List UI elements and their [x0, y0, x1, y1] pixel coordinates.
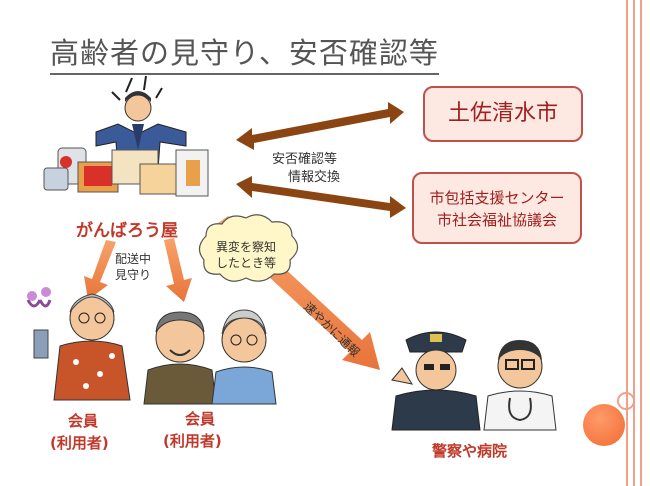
city-office-box: 土佐清水市 [423, 86, 583, 142]
anomaly-label-line2: したとき等 [216, 256, 277, 270]
support-center-box: 市包括支援センター 市社会福祉協議会 [412, 172, 582, 244]
police-hospital-label: 警察や病院 [432, 442, 508, 460]
member-elderly-couple-illustration [143, 309, 277, 405]
border-line [640, 0, 642, 486]
delivery-arrow-right [164, 238, 192, 302]
decorative-dot [583, 404, 625, 446]
police-doctor-illustration [391, 331, 557, 431]
shop-label: がんばろう屋 [76, 221, 178, 241]
alert-cloud [198, 214, 299, 282]
support-center-label: 市包括支援センター [429, 189, 565, 207]
delivery-arrow-left [84, 240, 116, 300]
decorative-ring [617, 392, 635, 410]
member1-label: 会員 [68, 412, 99, 430]
member2-label: 会員 [185, 410, 216, 428]
member1-sublabel: (利用者) [50, 434, 109, 452]
info-exchange-label-line1: 安否確認等 [272, 152, 338, 167]
info-exchange-arrow-top [236, 102, 404, 150]
info-exchange-arrow-bottom [236, 176, 406, 218]
member-elderly-woman-illustration [26, 287, 131, 401]
info-exchange-label-line2: 情報交換 [288, 170, 341, 185]
delivery-watch-label-line2: 見守り [115, 268, 152, 282]
social-welfare-council-label: 市社会福祉協議会 [436, 211, 557, 229]
member2-sublabel: (利用者) [163, 432, 222, 450]
delivery-watch-label-line1: 配送中 [115, 252, 152, 266]
border-line [633, 0, 635, 486]
slide-title: 高齢者の見守り、安否確認等 [50, 30, 439, 75]
anomaly-label-line1: 異変を察知 [216, 240, 277, 254]
shopkeeper-illustration [43, 75, 209, 197]
border-line [626, 0, 628, 486]
city-office-label: 土佐清水市 [447, 101, 558, 126]
